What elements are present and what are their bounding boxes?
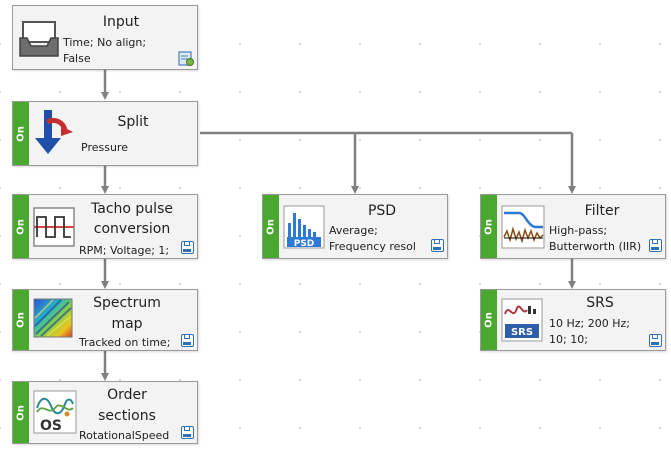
node-srs[interactable]: On SRS SRS 10 Hz; 200 Hz; 10; 10; (480, 289, 666, 351)
input-settings-icon[interactable] (178, 51, 195, 67)
node-desc-line2: 10; 10; (549, 333, 588, 346)
node-title: Filter (584, 203, 620, 219)
node-title-line1: Spectrum (93, 295, 161, 311)
on-toggle[interactable]: On (481, 195, 497, 258)
node-input[interactable]: Input Time; No align; False (12, 5, 198, 70)
node-desc-line1: Tracked on time; (79, 336, 171, 349)
node-title-line2: conversion (93, 221, 171, 237)
node-title-line2: sections (98, 408, 156, 424)
node-title: SRS (586, 295, 614, 311)
node-desc-line1: RPM; Voltage; 1; (79, 244, 170, 257)
node-desc-line1: Pressure (81, 141, 128, 154)
save-icon[interactable] (181, 334, 194, 347)
node-title: Input (102, 14, 140, 30)
node-title: Split (117, 114, 149, 130)
save-icon[interactable] (649, 239, 662, 252)
pulse-wave-icon (33, 207, 75, 247)
node-order-sections[interactable]: On OS Order sections RotationalSpeed (12, 381, 198, 444)
spectrum-map-icon (33, 298, 73, 338)
node-desc-line2: False (63, 52, 91, 65)
node-psd[interactable]: On PSD PSD Average; Frequency resol (262, 194, 448, 259)
node-desc-line1: Time; No align; (63, 36, 147, 49)
node-title-line1: Order (107, 387, 147, 403)
node-spectrum-map[interactable]: On Spectrum map Tracked on time; (12, 289, 198, 351)
node-filter[interactable]: On Filter High-pass; Butterworth (IIR) (480, 194, 666, 259)
on-toggle[interactable]: On (13, 102, 29, 165)
save-icon[interactable] (181, 426, 194, 439)
node-tacho-pulse-conversion[interactable]: On Tacho pulse conversion RPM; Voltage; … (12, 194, 198, 259)
node-desc-line1: High-pass; (549, 224, 608, 237)
on-toggle[interactable]: On (481, 290, 497, 350)
filter-response-icon (501, 205, 545, 249)
save-icon[interactable] (649, 334, 662, 347)
save-icon[interactable] (431, 239, 444, 252)
on-toggle[interactable]: On (13, 195, 29, 258)
node-desc-line1: RotationalSpeed (79, 429, 170, 442)
node-desc-line1: 10 Hz; 200 Hz; (549, 317, 630, 330)
node-title: PSD (367, 203, 397, 219)
node-desc-line1: Average; (329, 224, 378, 237)
order-sections-icon: OS (33, 390, 77, 434)
save-icon[interactable] (181, 241, 194, 254)
psd-chart-icon: PSD (283, 205, 325, 249)
on-toggle[interactable]: On (263, 195, 279, 258)
inbox-tray-icon (19, 21, 59, 57)
node-title-line2: map (111, 316, 143, 332)
node-split[interactable]: On Split Pressure (12, 101, 198, 166)
srs-chart-icon: SRS (501, 298, 543, 342)
psd-icon-label: PSD (294, 239, 315, 249)
node-title-line1: Tacho pulse (91, 201, 173, 217)
srs-icon-label: SRS (511, 327, 533, 338)
on-toggle[interactable]: On (13, 290, 29, 350)
os-icon-label: OS (40, 418, 62, 434)
node-desc-line2: Butterworth (IIR) (549, 240, 642, 253)
on-toggle[interactable]: On (13, 382, 29, 443)
split-arrow-icon (35, 110, 73, 154)
node-desc-line2: Frequency resol (329, 240, 416, 253)
